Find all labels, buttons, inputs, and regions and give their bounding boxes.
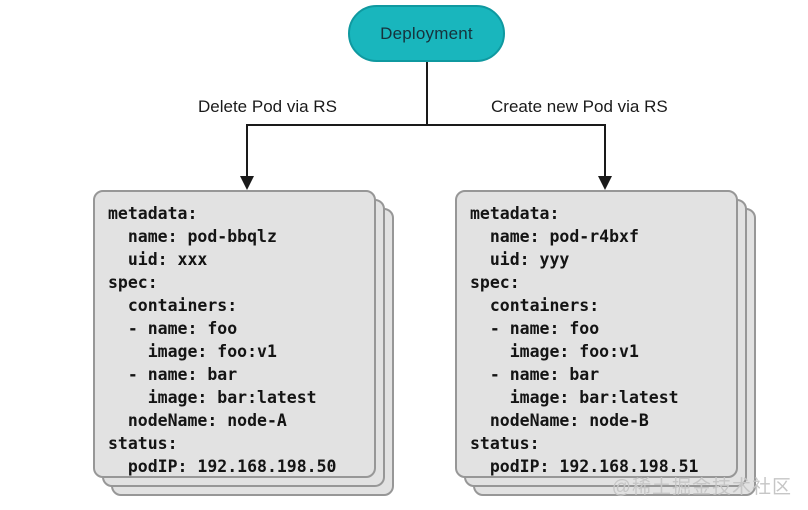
pod-yaml-created: metadata: name: pod-r4bxf uid: yyy spec:… — [470, 204, 699, 476]
left-arrowhead-icon — [240, 176, 254, 190]
pod-card-front: metadata: name: pod-r4bxf uid: yyy spec:… — [455, 190, 738, 478]
pod-stack-deleted: metadata: name: pod-bbqlz uid: xxx spec:… — [93, 190, 394, 496]
edge-label-delete-pod: Delete Pod via RS — [198, 97, 337, 116]
right-arrowhead-icon — [598, 176, 612, 190]
deployment-node: Deployment — [348, 5, 505, 62]
pod-stack-created: metadata: name: pod-r4bxf uid: yyy spec:… — [455, 190, 756, 496]
watermark: @稀土掘金技术社区 — [611, 477, 792, 498]
pod-yaml-deleted: metadata: name: pod-bbqlz uid: xxx spec:… — [108, 204, 337, 476]
pod-card-front: metadata: name: pod-bbqlz uid: xxx spec:… — [93, 190, 376, 478]
edge-label-create-pod: Create new Pod via RS — [491, 97, 668, 116]
